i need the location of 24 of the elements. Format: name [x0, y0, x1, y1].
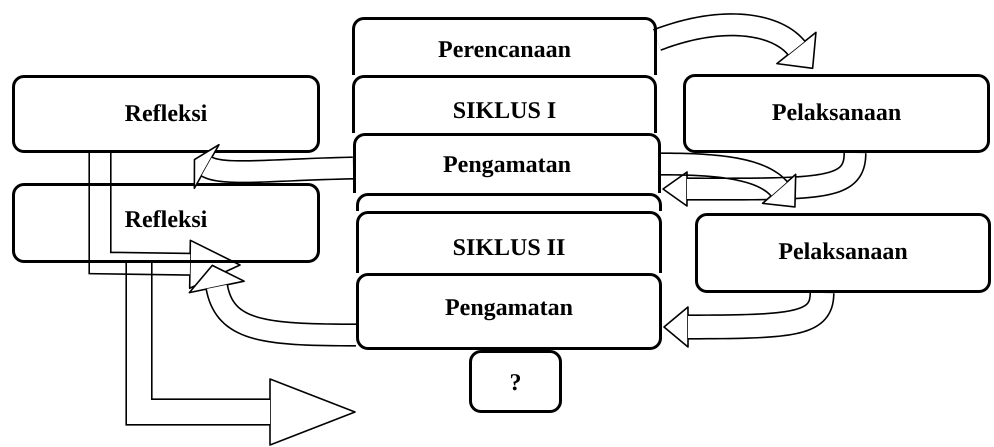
process-box	[356, 273, 662, 350]
process-box	[12, 75, 320, 153]
box-label: ?	[510, 369, 522, 397]
block-arrow	[88, 153, 241, 290]
process-box	[352, 75, 657, 133]
box-label: SIKLUS I	[452, 97, 556, 125]
box-label: Refleksi	[124, 206, 208, 234]
box-label: Refleksi	[124, 100, 208, 128]
process-box	[12, 183, 320, 263]
empty-box	[356, 193, 662, 211]
box-label: Pengamatan	[445, 294, 573, 322]
process-box	[352, 17, 657, 75]
box-label: SIKLUS II	[452, 234, 566, 262]
block-arrow	[125, 263, 356, 446]
block-arrow	[652, 13, 817, 70]
process-box	[356, 211, 662, 273]
process-box	[469, 350, 562, 413]
box-label: Pelaksanaan	[778, 238, 908, 266]
box-label: Pelaksanaan	[772, 99, 902, 127]
process-box	[683, 74, 990, 153]
box-label: Pengamatan	[443, 151, 571, 179]
process-box	[353, 133, 661, 193]
process-box	[695, 213, 991, 293]
box-label: Perencanaan	[438, 36, 571, 64]
